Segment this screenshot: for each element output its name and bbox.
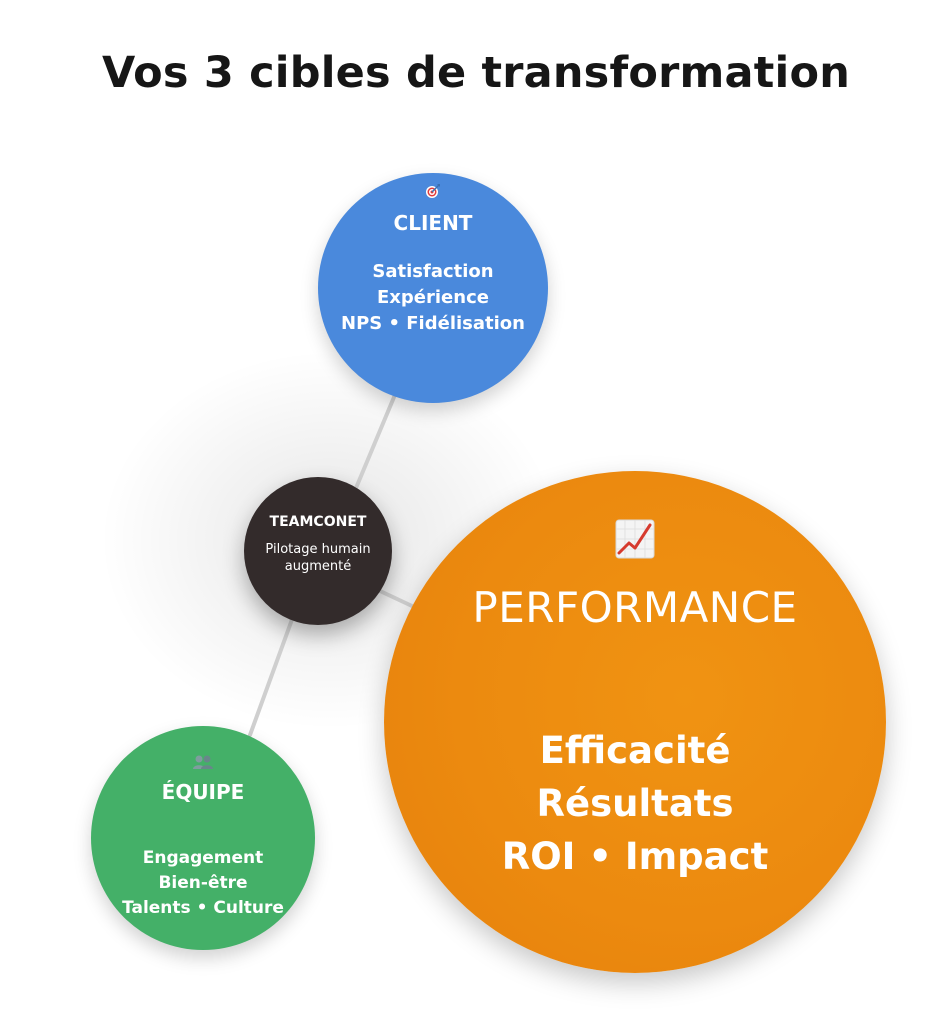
client-detail-line: Expérience — [377, 287, 489, 308]
client-circle: CLIENT Satisfaction Expérience NPS • Fid… — [318, 173, 548, 403]
target-icon — [318, 183, 548, 199]
hub-subtitle: Pilotage humain augmenté — [244, 541, 392, 575]
equipe-detail-line: Engagement — [142, 848, 264, 868]
connector-center-client — [354, 388, 399, 490]
hub-subtitle-line: Pilotage humain — [265, 542, 371, 557]
performance-details: Efficacité Résultats ROI • Impact — [384, 724, 886, 883]
performance-detail-line: Résultats — [536, 782, 734, 825]
hub-label: TEAMCONET — [269, 514, 367, 530]
diagram-title: Vos 3 cibles de transformation — [101, 48, 851, 98]
equipe-details: Engagement Bien-être Talents • Culture — [91, 846, 315, 921]
connector-center-performance — [376, 588, 414, 608]
equipe-detail-line: Bien-être — [158, 873, 248, 893]
performance-label: PERFORMANCE — [472, 583, 798, 632]
people-icon — [91, 754, 315, 770]
performance-detail-line: ROI • Impact — [501, 835, 769, 878]
client-detail-line: Satisfaction — [372, 261, 494, 282]
chart-increasing-icon — [384, 519, 886, 559]
client-label: CLIENT — [393, 211, 473, 235]
client-details: Satisfaction Expérience NPS • Fidélisati… — [318, 259, 548, 337]
equipe-detail-line: Talents • Culture — [122, 898, 284, 918]
client-detail-line: NPS • Fidélisation — [341, 313, 525, 334]
performance-circle: PERFORMANCE Efficacité Résultats ROI • I… — [384, 471, 886, 973]
connector-center-equipe — [248, 612, 296, 737]
equipe-circle: ÉQUIPE Engagement Bien-être Talents • Cu… — [91, 726, 315, 950]
hub-subtitle-line: augmenté — [284, 559, 352, 574]
teamconet-hub: TEAMCONET Pilotage humain augmenté — [244, 477, 392, 625]
performance-detail-line: Efficacité — [539, 729, 731, 772]
equipe-label: ÉQUIPE — [161, 780, 245, 804]
